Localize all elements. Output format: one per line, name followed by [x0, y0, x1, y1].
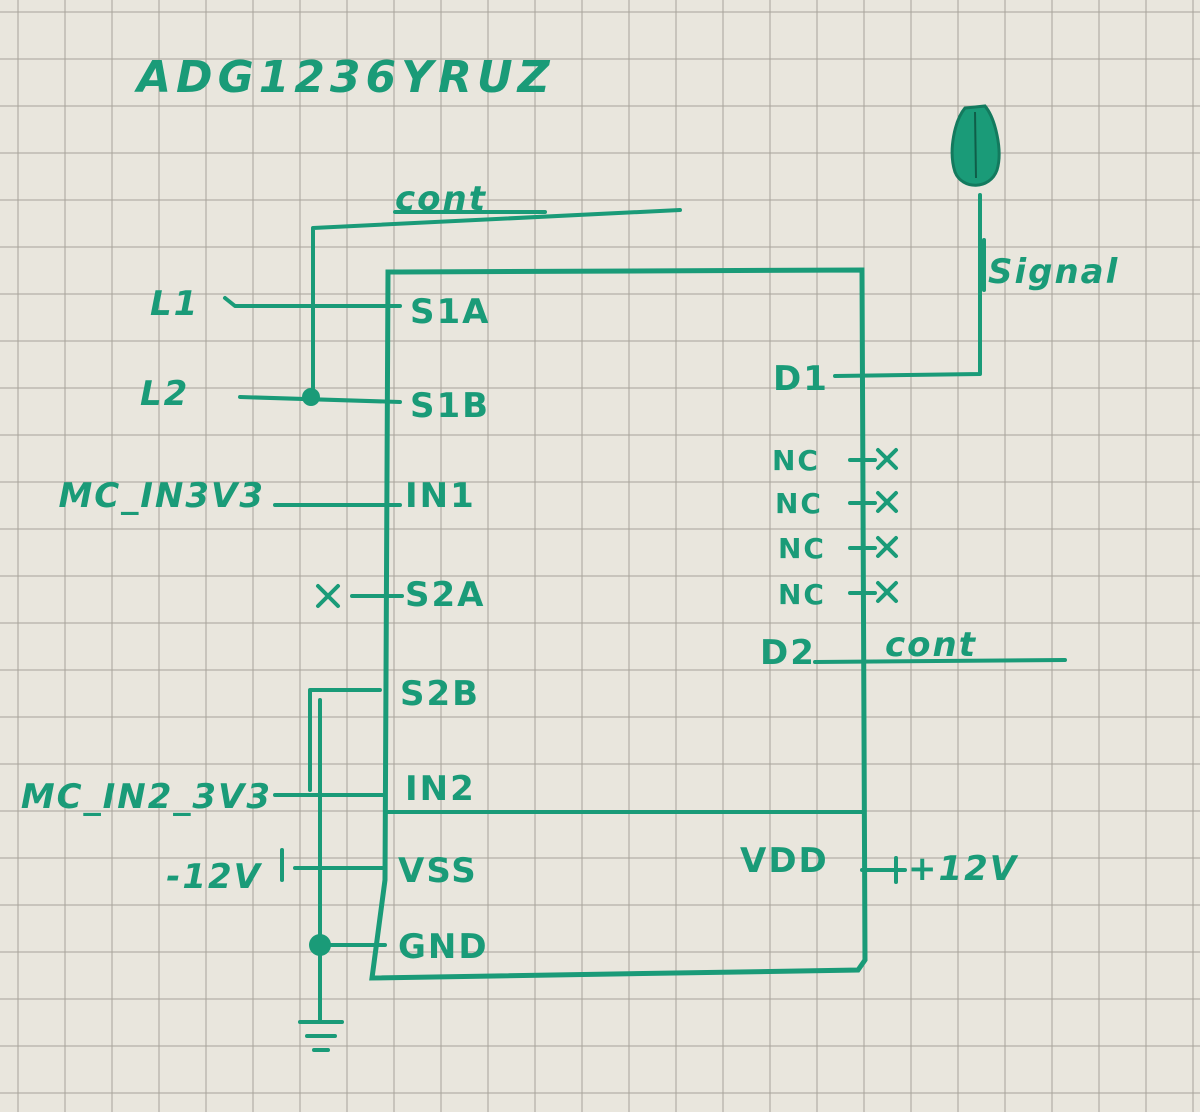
l2-wire	[238, 395, 402, 404]
ic-body	[369, 267, 868, 981]
net-label-in2: MC_IN2_3V3	[21, 777, 272, 817]
pin-label-gnd: GND	[398, 927, 489, 967]
pin-label-vdd: VDD	[740, 841, 829, 881]
pin-label-s2b: S2B	[400, 674, 480, 714]
pin-label-s1a: S1A	[410, 292, 490, 332]
pin-label-d1: D1	[773, 359, 829, 399]
pin-label-in1: IN1	[405, 476, 476, 516]
net-label-l1: L1	[150, 284, 199, 324]
pin-label-nc-3: NC	[778, 532, 826, 565]
net-label-l2: L2	[140, 374, 189, 414]
ground-icon	[298, 1020, 344, 1052]
pin-label-s1b: S1B	[410, 386, 490, 426]
no-connect-cross-icon	[316, 448, 898, 608]
pin-label-nc-4: NC	[778, 578, 826, 611]
pin-label-vss: VSS	[398, 851, 478, 891]
wires	[223, 193, 1067, 1022]
nc-stubs	[848, 458, 877, 595]
chip-title: ADG1236YRUZ	[134, 52, 555, 103]
pin-label-nc-1: NC	[772, 444, 820, 477]
junction-dot-gnd	[309, 934, 331, 956]
l1-wire	[223, 296, 402, 308]
net-label-vss: -12V	[166, 857, 262, 897]
d1-signal-wire	[833, 193, 982, 378]
net-label-vdd: +12V	[908, 849, 1019, 889]
probe-icon	[950, 104, 1001, 187]
s2b-gnd-wire	[308, 688, 382, 1022]
net-label-signal: Signal	[988, 252, 1119, 292]
pin-label-d2: D2	[760, 633, 816, 673]
pin-label-in2: IN2	[405, 769, 476, 809]
d2-cont-wire	[813, 658, 1067, 664]
net-label-cont-right: cont	[885, 625, 977, 665]
pin-label-s2a: S2A	[405, 575, 485, 615]
junction-dot-l2	[302, 388, 320, 406]
net-label-in1: MC_IN3V3	[58, 476, 265, 516]
pin-label-nc-2: NC	[775, 487, 823, 520]
